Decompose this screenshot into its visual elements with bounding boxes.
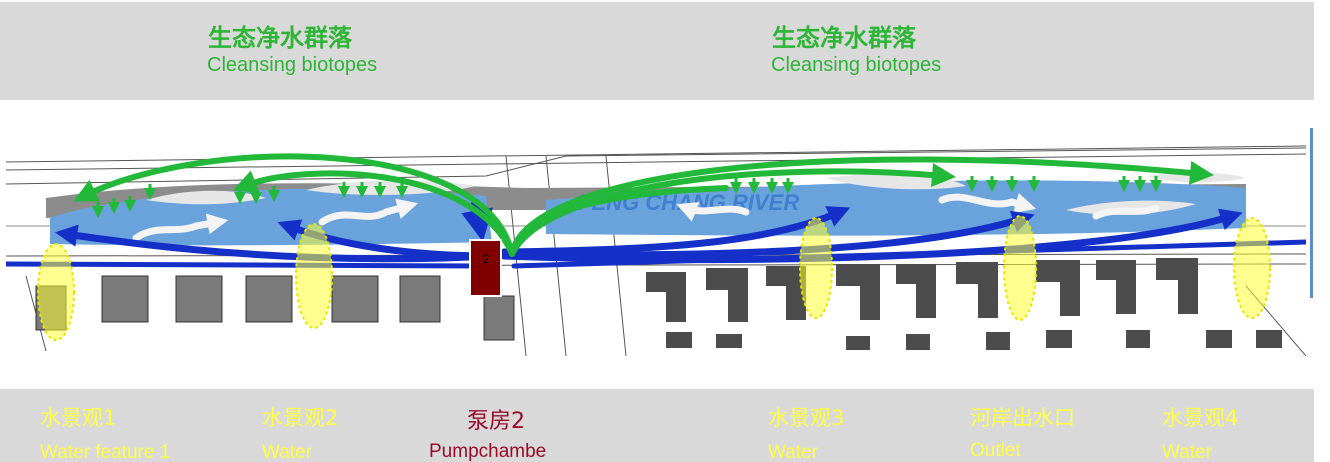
water-feature-2-en: Water <box>262 442 312 462</box>
water-feature-4-en: Water <box>1162 442 1212 462</box>
water-feature-1-en: Water feature 1 <box>40 442 171 462</box>
water-feature-2-zh: 水景观2 <box>262 406 339 430</box>
biotope-label-1-zh: 生态净水群落 <box>208 24 352 52</box>
pump-chamber-en: Pumpchambe <box>429 441 547 462</box>
river-water-east <box>546 180 1246 236</box>
water-feature-3-highlight <box>799 217 833 319</box>
pump-chamber-zh: 泵房2 <box>467 409 525 434</box>
housing-blocks-east <box>646 258 1282 350</box>
biotope-label-2-en: Cleansing biotopes <box>771 54 942 76</box>
water-feature-highlights <box>37 215 1271 341</box>
water-feature-3-zh: 水景观3 <box>768 406 845 430</box>
bottom-label-band: 水景观1 Water feature 1 水景观2 Water 泵房2 Pump… <box>0 389 1314 462</box>
water-feature-1-highlight <box>37 243 75 341</box>
green-drip-arrows <box>92 176 1162 218</box>
water-feature-4-zh: 水景观4 <box>1162 406 1239 430</box>
water-feature-4-highlight <box>1233 217 1271 319</box>
green-flow-arcs <box>73 153 1214 257</box>
outlet-en: Outlet <box>970 440 1021 461</box>
outlet-zh: 河岸出水口 <box>970 406 1075 430</box>
site-plan-diagram: FENG CHANG RIVER <box>6 126 1306 356</box>
flow-arrows-white <box>132 193 1160 242</box>
water-feature-1-zh: 水景观1 <box>40 406 117 430</box>
biotope-label-1-en: Cleansing biotopes <box>207 54 378 76</box>
water-feature-2-highlight <box>295 223 333 329</box>
water-feature-3-en: Water <box>768 442 818 462</box>
pump-house-number: 2 <box>483 252 490 266</box>
top-label-band: 生态净水群落 Cleansing biotopes 生态净水群落 Cleansi… <box>0 2 1314 100</box>
outlet-highlight <box>1003 215 1037 321</box>
biotope-label-2-zh: 生态净水群落 <box>772 24 916 52</box>
blue-edge-line <box>1310 128 1313 298</box>
pump-house-2 <box>469 239 502 297</box>
